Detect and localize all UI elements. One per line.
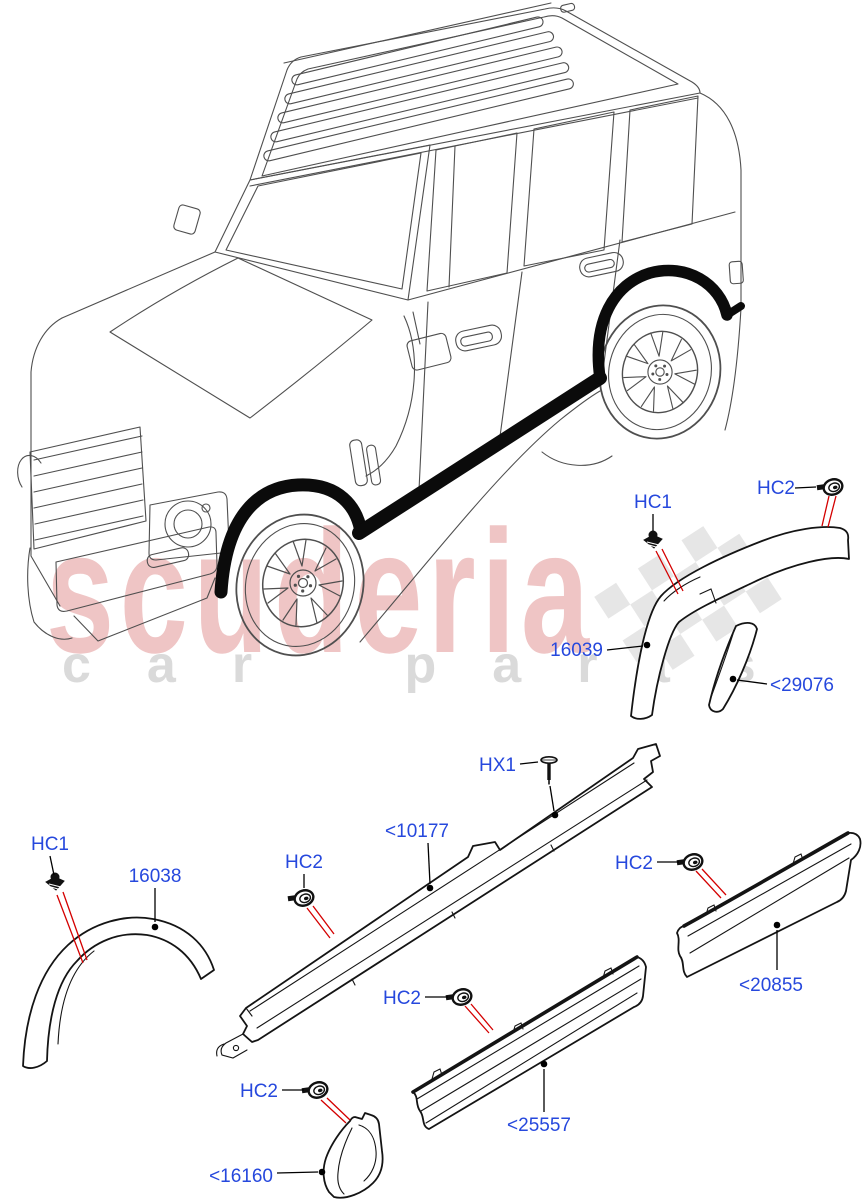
part-drawing-25557-door-moulding [411, 955, 647, 1130]
grommet-icon-hc2-upper [815, 475, 846, 499]
callout-part-10177[interactable]: <10177 [385, 821, 449, 842]
part-drawing-16038-front-wheel-arch-moulding [22, 916, 215, 1069]
roof [249, 2, 701, 187]
part-drawing-16039-rear-wheel-arch-moulding [630, 526, 850, 720]
far-side-mirror [173, 204, 201, 235]
leader-lines [49, 486, 817, 1176]
rear-wheel-rim [612, 321, 708, 423]
grommet-icon-hc2-sill-left [286, 886, 317, 910]
part-drawing-20855-rear-door-moulding [676, 831, 862, 978]
windshield [214, 144, 431, 301]
part-drawing-16160-corner-finisher [322, 1112, 384, 1199]
callout-hc2-right[interactable]: HC2 [615, 853, 653, 874]
side-mirror [406, 332, 452, 371]
callout-hx1[interactable]: HX1 [479, 755, 516, 776]
callout-part-16039[interactable]: 16039 [550, 640, 603, 661]
part-drawing-10177-sill-moulding [216, 743, 661, 1059]
fastener-pointers [56, 495, 837, 1124]
front-bumper [55, 526, 218, 612]
callout-hc2-mid[interactable]: HC2 [383, 988, 421, 1009]
grommet-icon-hc2-right [675, 850, 706, 874]
watermark-brand-text: scuderia [46, 494, 595, 690]
callout-hc2-upper[interactable]: HC2 [757, 478, 795, 499]
grommet-icon-hc2-lower-left [300, 1078, 331, 1102]
callout-hc1-upper[interactable]: HC1 [634, 492, 672, 513]
callout-part-20855[interactable]: <20855 [739, 975, 803, 996]
vehicle-illustration [17, 2, 744, 657]
clip-icon-hc1-lower [45, 871, 65, 891]
callout-labels: HC1 HC2 16039 <29076 HX1 <10177 HC2 HC2 … [31, 478, 834, 1187]
side-moulding-highlight [214, 264, 745, 599]
callout-part-16038[interactable]: 16038 [129, 866, 182, 887]
callout-part-25557[interactable]: <25557 [507, 1115, 571, 1136]
body-side [173, 92, 744, 643]
grille [29, 426, 147, 550]
callout-hc2-sill-left[interactable]: HC2 [285, 852, 323, 873]
callout-hc2-lower-left[interactable]: HC2 [240, 1081, 278, 1102]
watermark-tagline-text: car parts [62, 636, 812, 694]
part-drawing-29076-arch-finisher [708, 622, 758, 713]
screw-icon-hx1 [539, 755, 559, 787]
front-wheel [235, 513, 365, 657]
callout-part-29076[interactable]: <29076 [770, 675, 834, 696]
callout-hc1-lower[interactable]: HC1 [31, 834, 69, 855]
clip-icon-hc1-upper [643, 529, 663, 549]
callout-part-16160[interactable]: <16160 [209, 1166, 273, 1187]
grommet-icon-hc2-mid [444, 985, 475, 1009]
